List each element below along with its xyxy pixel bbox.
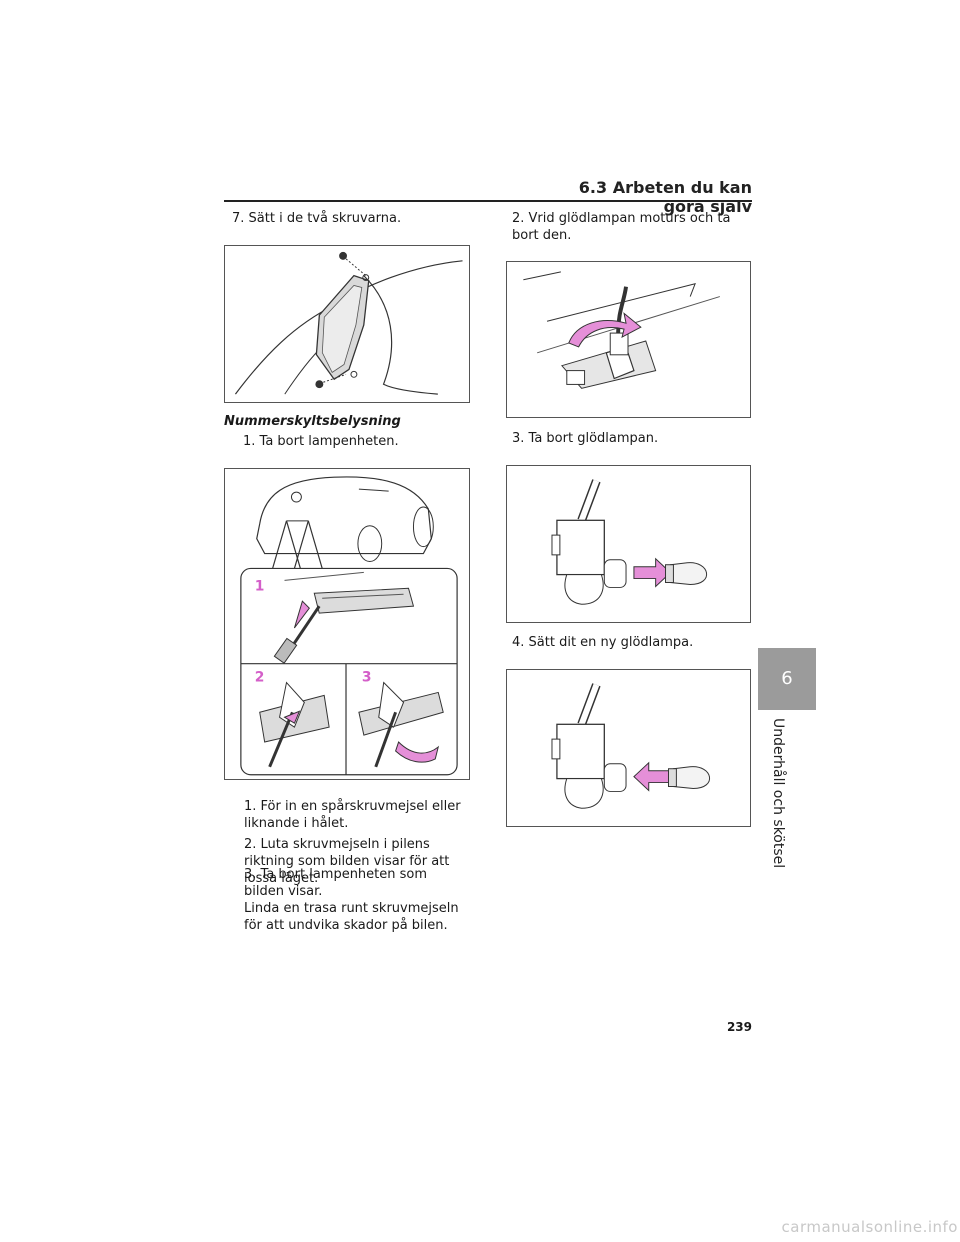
instruction-note: Linda en trasa runt skruvmejseln för att… [244,901,459,933]
lamp-removal-illustration: 1 2 3 [240,476,458,776]
chapter-tab: 6 [758,648,816,710]
watermark: carmanualsonline.info [781,1218,958,1236]
figure-remove-bulb [506,465,751,623]
remove-bulb-illustration [551,479,708,605]
twist-bulb-illustration [523,271,720,389]
callout-2: 2 [255,670,265,686]
figure-twist-bulb [506,261,751,418]
subheading: Nummerskyltsbelysning [224,414,401,429]
figure-screws [224,245,470,403]
page-number: 239 [726,1020,752,1034]
instruction-3: 3. Ta bort lampenheten som bilden visar. [244,867,428,899]
callout-1: 1 [255,578,265,594]
step-3-text: 3. Ta bort glödlampan. [512,431,659,446]
step-4-text: 4. Sätt dit en ny glödlampa. [512,635,694,650]
figure-insert-bulb [506,669,751,827]
tail-light-screws-illustration [234,251,463,395]
step-7-text: 7. Sätt i de två skruvarna. [232,211,402,226]
header-divider [224,200,752,202]
chapter-label: Underhåll och skötsel [770,718,786,869]
callout-3: 3 [362,670,372,686]
step-1-text: 1. Ta bort lampenheten. [243,434,399,449]
step-2-text: 2. Vrid glödlampan moturs och ta bort de… [512,211,731,243]
instruction-2: 2. Luta skruvmejseln i pilens riktning s… [244,837,450,886]
insert-bulb-illustration [551,683,711,809]
instruction-1: 1. För in en spårskruvmejsel eller likna… [244,799,461,831]
figure-lamp-removal: 1 2 3 [224,468,470,780]
